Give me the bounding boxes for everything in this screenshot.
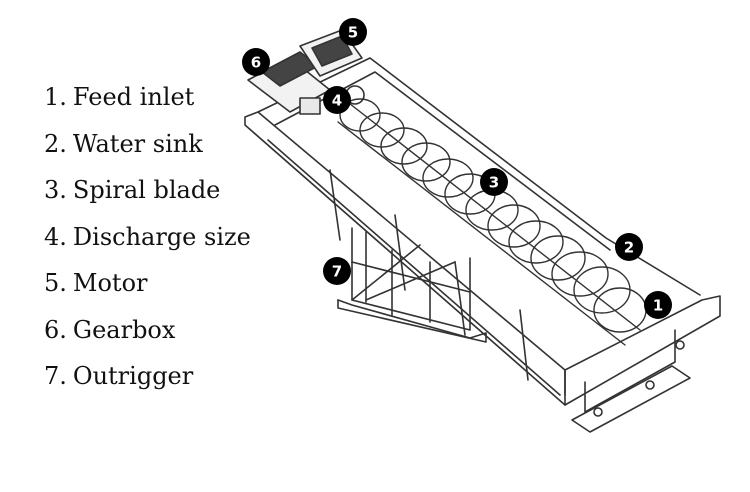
base-bolts	[593, 340, 685, 417]
svg-text:4: 4	[332, 92, 342, 110]
callout-4: 4	[323, 86, 351, 114]
svg-text:5: 5	[348, 24, 358, 42]
legend-item-spiral-blade: 3.Spiral blade	[44, 176, 221, 204]
legend-item-gearbox: 6.Gearbox	[44, 315, 176, 344]
svg-text:6: 6	[251, 54, 261, 72]
svg-text:2: 2	[624, 239, 634, 257]
callout-3: 3	[480, 168, 508, 196]
callout-6: 6	[242, 48, 270, 76]
svg-text:1: 1	[653, 297, 663, 315]
callout-7: 7	[323, 257, 351, 285]
parts-legend: 1.Feed inlet 2.Water sink 3.Spiral blade…	[44, 78, 251, 404]
svg-text:7: 7	[332, 263, 342, 281]
legend-item-feed-inlet: 1.Feed inlet	[44, 83, 195, 111]
side-braces	[329, 169, 529, 381]
legend-item-water-sink: 2.Water sink	[44, 129, 203, 158]
legend-item-motor: 5.Motor	[44, 269, 148, 297]
spiral-blades	[337, 98, 647, 346]
callout-1: 1	[644, 291, 672, 319]
legend-item-outrigger: 7.Outrigger	[44, 362, 194, 390]
outrigger-frame	[337, 227, 487, 343]
svg-text:3: 3	[489, 174, 499, 192]
callout-5: 5	[339, 18, 367, 46]
legend-item-discharge-size: 4.Discharge size	[44, 222, 251, 251]
callout-2: 2	[615, 233, 643, 261]
